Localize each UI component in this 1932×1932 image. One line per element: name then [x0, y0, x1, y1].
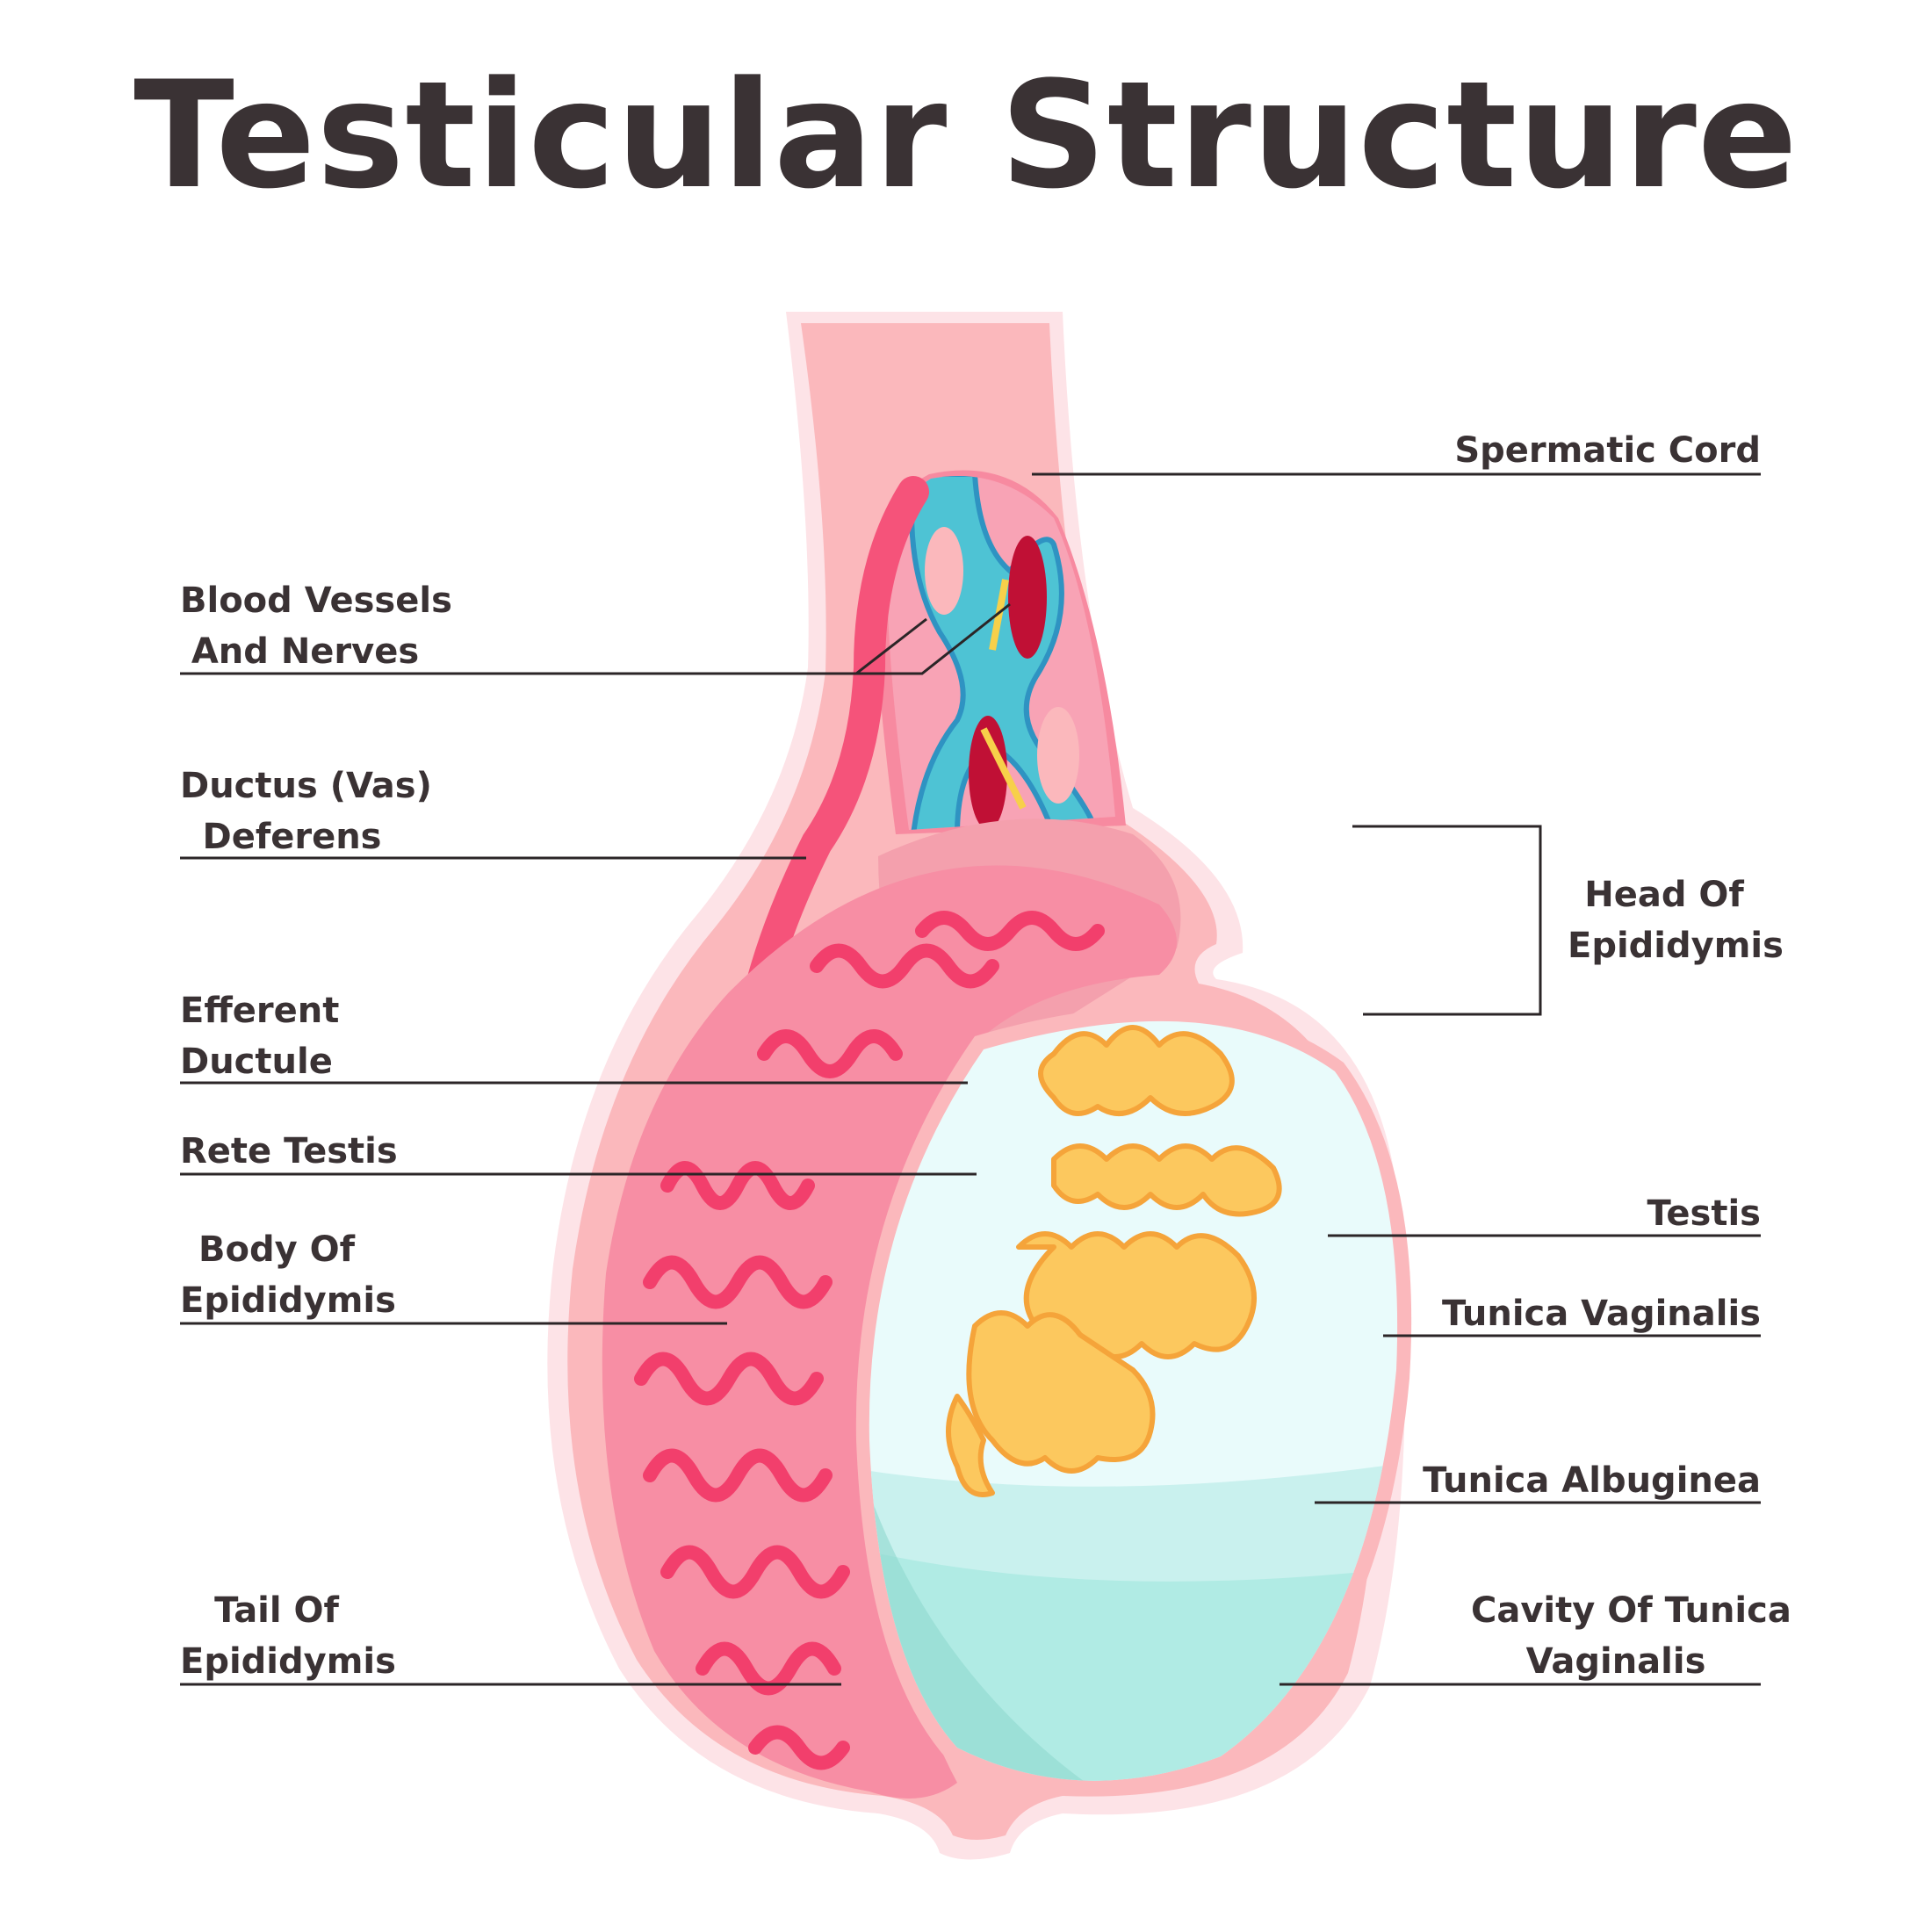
label-tunica-albuginea: Tunica Albuginea — [1423, 1460, 1761, 1501]
label-ductus-deferens: Ductus (Vas) Deferens — [180, 766, 432, 857]
label-body-of-epididymis: Body Of Epididymis — [180, 1229, 396, 1321]
label-cavity-of-tunica-vaginalis: Cavity Of Tunica Vaginalis — [1471, 1590, 1791, 1682]
label-tail-of-epididymis: Tail Of Epididymis — [180, 1590, 396, 1682]
leader-lines — [180, 472, 1761, 1686]
label-rete-testis: Rete Testis — [180, 1131, 398, 1171]
label-spermatic-cord: Spermatic Cord — [1454, 430, 1761, 471]
nerve-upper — [989, 579, 1009, 651]
label-blood-vessels-and-nerves: Blood Vessels And Nerves — [180, 580, 452, 672]
seminiferous-lobules — [946, 1025, 1282, 1497]
coiled-tubules — [634, 911, 1105, 1770]
label-testis: Testis — [1647, 1193, 1761, 1234]
epididymis-body — [602, 865, 1177, 1799]
artery-lower — [969, 716, 1007, 830]
artery-upper — [1008, 536, 1047, 659]
label-efferent-ductule: Efferent Ductule — [180, 991, 340, 1082]
label-tunica-vaginalis: Tunica Vaginalis — [1442, 1294, 1761, 1334]
page-title: Testicular Structure — [133, 49, 1799, 221]
label-head-of-epididymis: Head Of Epididymis — [1568, 875, 1784, 966]
nerve-lower — [980, 727, 1027, 810]
